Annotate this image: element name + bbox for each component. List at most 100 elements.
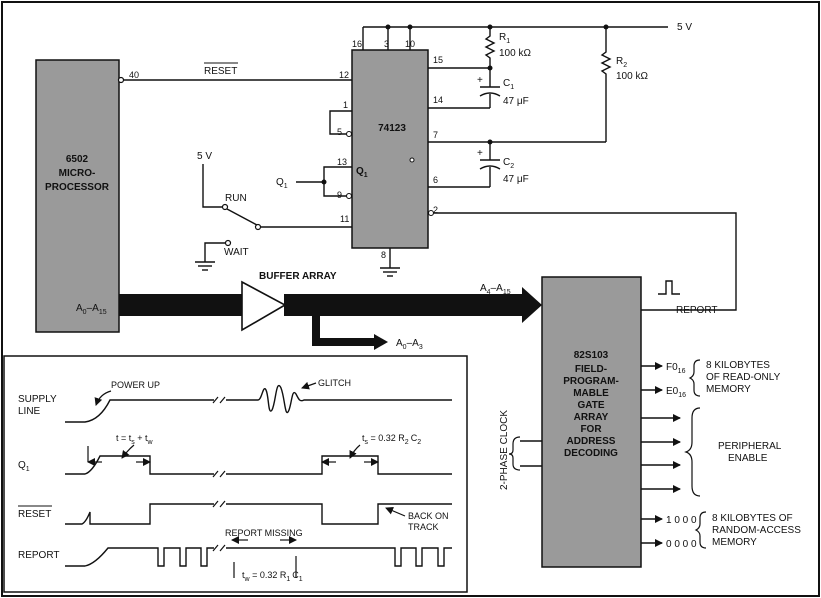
- rom-label-3: MEMORY: [706, 384, 751, 395]
- r2-resistor: [600, 27, 612, 142]
- pin1-pin5-loop: [329, 110, 352, 135]
- report-wire: [434, 212, 737, 311]
- bus-branch-arrowhead: [374, 334, 388, 350]
- fpga-label-8: ADDRESS: [567, 436, 616, 447]
- glitch-pointer: [301, 381, 317, 390]
- back-on-track-pointer: [385, 507, 406, 517]
- cpu-label-2: MICRO-: [59, 168, 96, 179]
- report-missing-label: REPORT MISSING: [225, 528, 303, 538]
- address-bus: [119, 280, 542, 350]
- ram-brace: [694, 511, 707, 549]
- pin7: 7: [433, 130, 438, 140]
- c1-plus: +: [477, 75, 483, 86]
- wait-ground-wire: [204, 242, 225, 262]
- cpu-block: 6502 MICRO- PROCESSOR A0–A15 40: [35, 59, 139, 333]
- run-label: RUN: [225, 193, 247, 204]
- pin16: 16: [352, 39, 362, 49]
- cpu-label-3: PROCESSOR: [45, 182, 110, 193]
- switch-arm: [226, 208, 258, 226]
- r1-resistor: [484, 27, 496, 68]
- wave-report-1: [65, 547, 214, 567]
- vcc-left-wire: [202, 164, 222, 208]
- pin2: 2: [433, 205, 438, 215]
- power-up-pointer: [94, 390, 112, 406]
- fpga-label-7: FOR: [580, 424, 602, 435]
- fpga-label-5: GATE: [577, 400, 604, 411]
- q1-input-label: Q1: [276, 177, 288, 190]
- bus-segment-cpu: [119, 294, 242, 316]
- ic-74123-label: 74123: [378, 123, 406, 134]
- ram-label-2: RANDOM-ACCESS: [712, 525, 801, 536]
- bus-lo-label: A0–A3: [396, 338, 423, 351]
- vcc-top-label: 5 V: [677, 22, 692, 33]
- rom-label-2: OF READ-ONLY: [706, 372, 781, 383]
- back-on-track-1: BACK ON: [408, 511, 449, 521]
- pin15: 15: [433, 55, 443, 65]
- fpga-label-1: 82S103: [574, 350, 609, 361]
- switch-common: [254, 223, 262, 231]
- pin9: 9: [337, 190, 342, 200]
- c1-plate-bottom: [479, 92, 501, 97]
- clock-brace: [508, 436, 521, 471]
- bus-hi-label: A4–A15: [480, 283, 511, 296]
- pin6: 6: [433, 175, 438, 185]
- report-label: REPORT: [676, 305, 718, 316]
- periph-label-2: ENABLE: [728, 453, 768, 464]
- timing-supply-label-1: SUPPLY: [18, 394, 57, 405]
- fpga-label-3: PROGRAM-: [563, 376, 619, 387]
- pin2-bubble: [427, 209, 435, 217]
- pin40-bubble: [117, 76, 125, 84]
- pin5: 5: [337, 127, 342, 137]
- wave-report-2: [226, 547, 452, 567]
- power-up-label: POWER UP: [111, 380, 160, 390]
- bus-branch: [312, 316, 376, 346]
- rom-brace: [688, 359, 701, 397]
- wave-reset-2: [226, 503, 452, 525]
- t-total-label: t = ts + tw: [116, 433, 154, 446]
- wait-label: WAIT: [224, 247, 249, 258]
- pin14: 14: [433, 95, 443, 105]
- pin3: 3: [384, 39, 389, 49]
- pin8: 8: [381, 250, 386, 260]
- reset-label: RESET: [204, 66, 237, 77]
- fpga-block: 82S103 FIELD- PROGRAM- MABLE GATE ARRAY …: [541, 276, 642, 568]
- wave-supply-1: [65, 399, 214, 423]
- break-mark: [212, 470, 226, 478]
- switch-wait-contact: [224, 239, 232, 247]
- bus-arrowhead: [522, 287, 542, 323]
- break-mark: [212, 500, 226, 508]
- timing-supply-label-2: LINE: [18, 406, 41, 417]
- r1-value: 100 kΩ: [499, 48, 531, 59]
- c2-value: 47 μF: [503, 174, 529, 185]
- report-pulse-icon: [658, 280, 680, 295]
- pin40-label: 40: [129, 70, 139, 80]
- fpga-label-9: DECODING: [564, 448, 618, 459]
- periph-label-1: PERIPHERAL: [718, 441, 782, 452]
- switch-run-contact: [221, 203, 229, 211]
- rom-label-1: 8 KILOBYTES: [706, 360, 770, 371]
- out-0000-label: 0 0 0 0: [666, 539, 697, 550]
- vcc-left-label: 5 V: [197, 151, 212, 162]
- fpga-box: [541, 276, 642, 568]
- junction: [407, 24, 413, 30]
- ic-74123: 74123 Q1 16 3 10 12 1 5 13 9 11 15 14 7 …: [337, 39, 443, 260]
- ts-pointer: [349, 444, 361, 459]
- pin9-bubble: [345, 192, 353, 200]
- t-total-pointer: [121, 444, 135, 459]
- ic-q1-label: Q1: [356, 166, 368, 179]
- out-1000-label: 1 0 0 0: [666, 515, 697, 526]
- ground-symbol-ic: [380, 267, 400, 277]
- wave-reset-1: [65, 503, 214, 525]
- clock-label: 2-PHASE CLOCK: [499, 410, 510, 490]
- pin13: 13: [337, 157, 347, 167]
- out-f0-label: F016: [666, 362, 686, 375]
- fpga-label-6: ARRAY: [574, 412, 609, 423]
- c2-plus: +: [477, 148, 483, 159]
- buffer-triangle: [241, 280, 287, 332]
- fpga-label-4: MABLE: [573, 388, 609, 399]
